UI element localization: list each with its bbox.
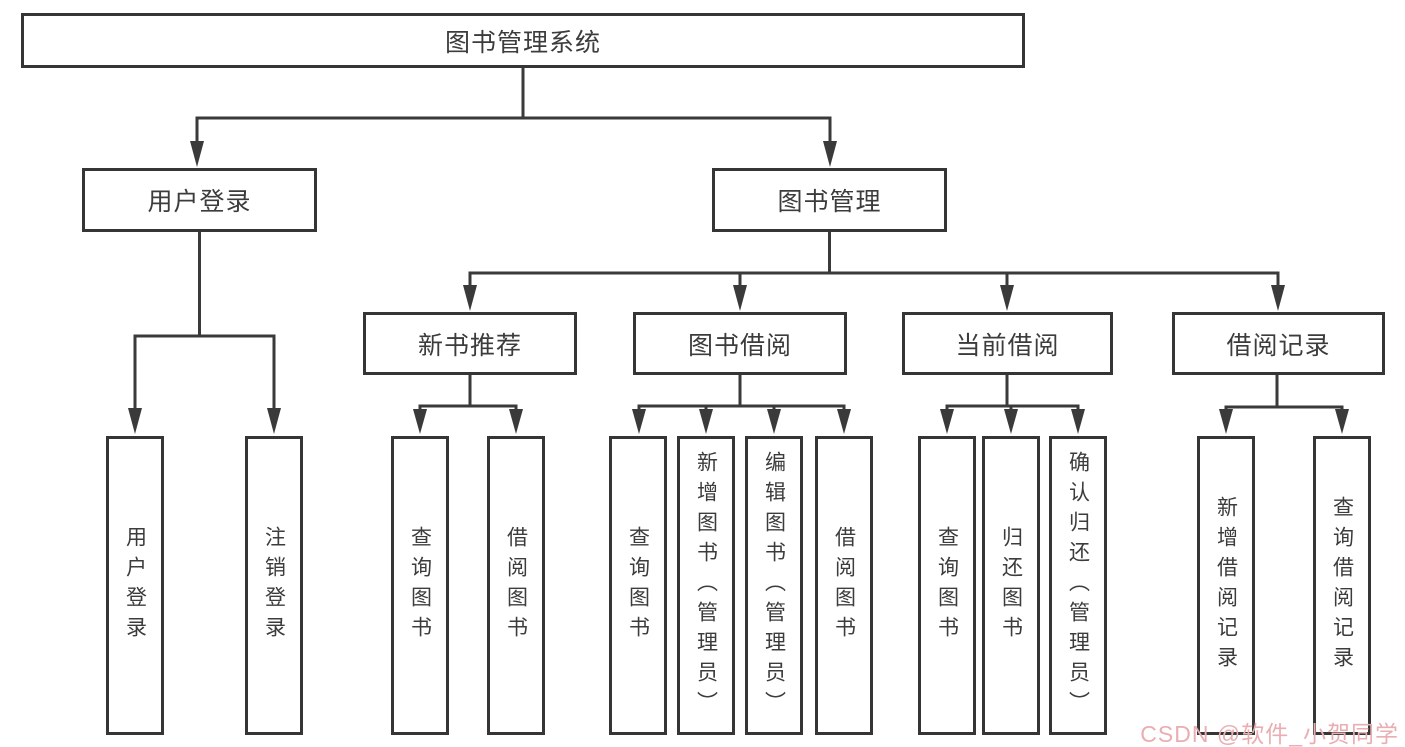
node-borrow-records: 借阅记录 — [1172, 312, 1385, 375]
arrowheads — [128, 141, 1349, 434]
leaf-borrowing-query-books-label: 查询图书 — [626, 525, 650, 646]
node-current-borrowing-label: 当前借阅 — [955, 331, 1060, 360]
node-borrow-records-label: 借阅记录 — [1226, 331, 1331, 360]
node-book-management: 图书管理 — [712, 168, 947, 232]
node-book-borrowing-label: 图书借阅 — [687, 331, 792, 360]
csdn-watermark: CSDN @软件_小贺同学 — [1140, 721, 1399, 747]
leaf-recommend-query-books-label: 查询图书 — [408, 525, 432, 646]
leaf-current-return-books: 归还图书 — [982, 436, 1040, 735]
leaf-logout-label: 注销登录 — [262, 525, 286, 646]
leaf-logout: 注销登录 — [245, 436, 303, 735]
leaf-borrowing-query-books: 查询图书 — [609, 436, 667, 735]
leaf-records-query-record-label: 查询借阅记录 — [1330, 495, 1354, 676]
node-book-management-label: 图书管理 — [777, 188, 882, 216]
node-root-label: 图书管理系统 — [444, 28, 601, 57]
leaf-user-login: 用户登录 — [106, 436, 164, 735]
leaf-borrowing-edit-books-admin: 编辑图书（管理员） — [745, 436, 803, 735]
leaf-borrowing-add-books-admin: 新增图书（管理员） — [677, 436, 735, 735]
node-current-borrowing: 当前借阅 — [902, 312, 1113, 375]
leaf-current-query-books-label: 查询图书 — [935, 525, 959, 646]
leaf-records-add-record-label: 新增借阅记录 — [1214, 495, 1238, 676]
leaf-recommend-borrow-books: 借阅图书 — [487, 436, 545, 735]
node-book-borrowing: 图书借阅 — [633, 312, 847, 375]
leaf-current-query-books: 查询图书 — [918, 436, 976, 735]
leaf-borrowing-borrow-books: 借阅图书 — [815, 436, 873, 735]
leaf-records-add-record: 新增借阅记录 — [1197, 436, 1255, 735]
leaf-records-query-record: 查询借阅记录 — [1313, 436, 1371, 735]
leaf-current-confirm-return-admin-label: 确认归还（管理员） — [1066, 450, 1090, 721]
leaf-borrowing-borrow-books-label: 借阅图书 — [832, 525, 856, 646]
node-root-system: 图书管理系统 — [21, 13, 1025, 68]
node-user-login-label: 用户登录 — [147, 188, 252, 216]
leaf-recommend-borrow-books-label: 借阅图书 — [504, 525, 528, 646]
leaf-recommend-query-books: 查询图书 — [391, 436, 449, 735]
node-user-login: 用户登录 — [82, 168, 317, 232]
leaf-borrowing-add-books-admin-label: 新增图书（管理员） — [694, 450, 718, 721]
leaf-current-confirm-return-admin: 确认归还（管理员） — [1049, 436, 1107, 735]
leaf-user-login-label: 用户登录 — [123, 525, 147, 646]
node-new-book-recommend: 新书推荐 — [363, 312, 577, 375]
node-new-book-recommend-label: 新书推荐 — [417, 331, 522, 360]
leaf-borrowing-edit-books-admin-label: 编辑图书（管理员） — [762, 450, 786, 721]
leaf-current-return-books-label: 归还图书 — [999, 525, 1023, 646]
